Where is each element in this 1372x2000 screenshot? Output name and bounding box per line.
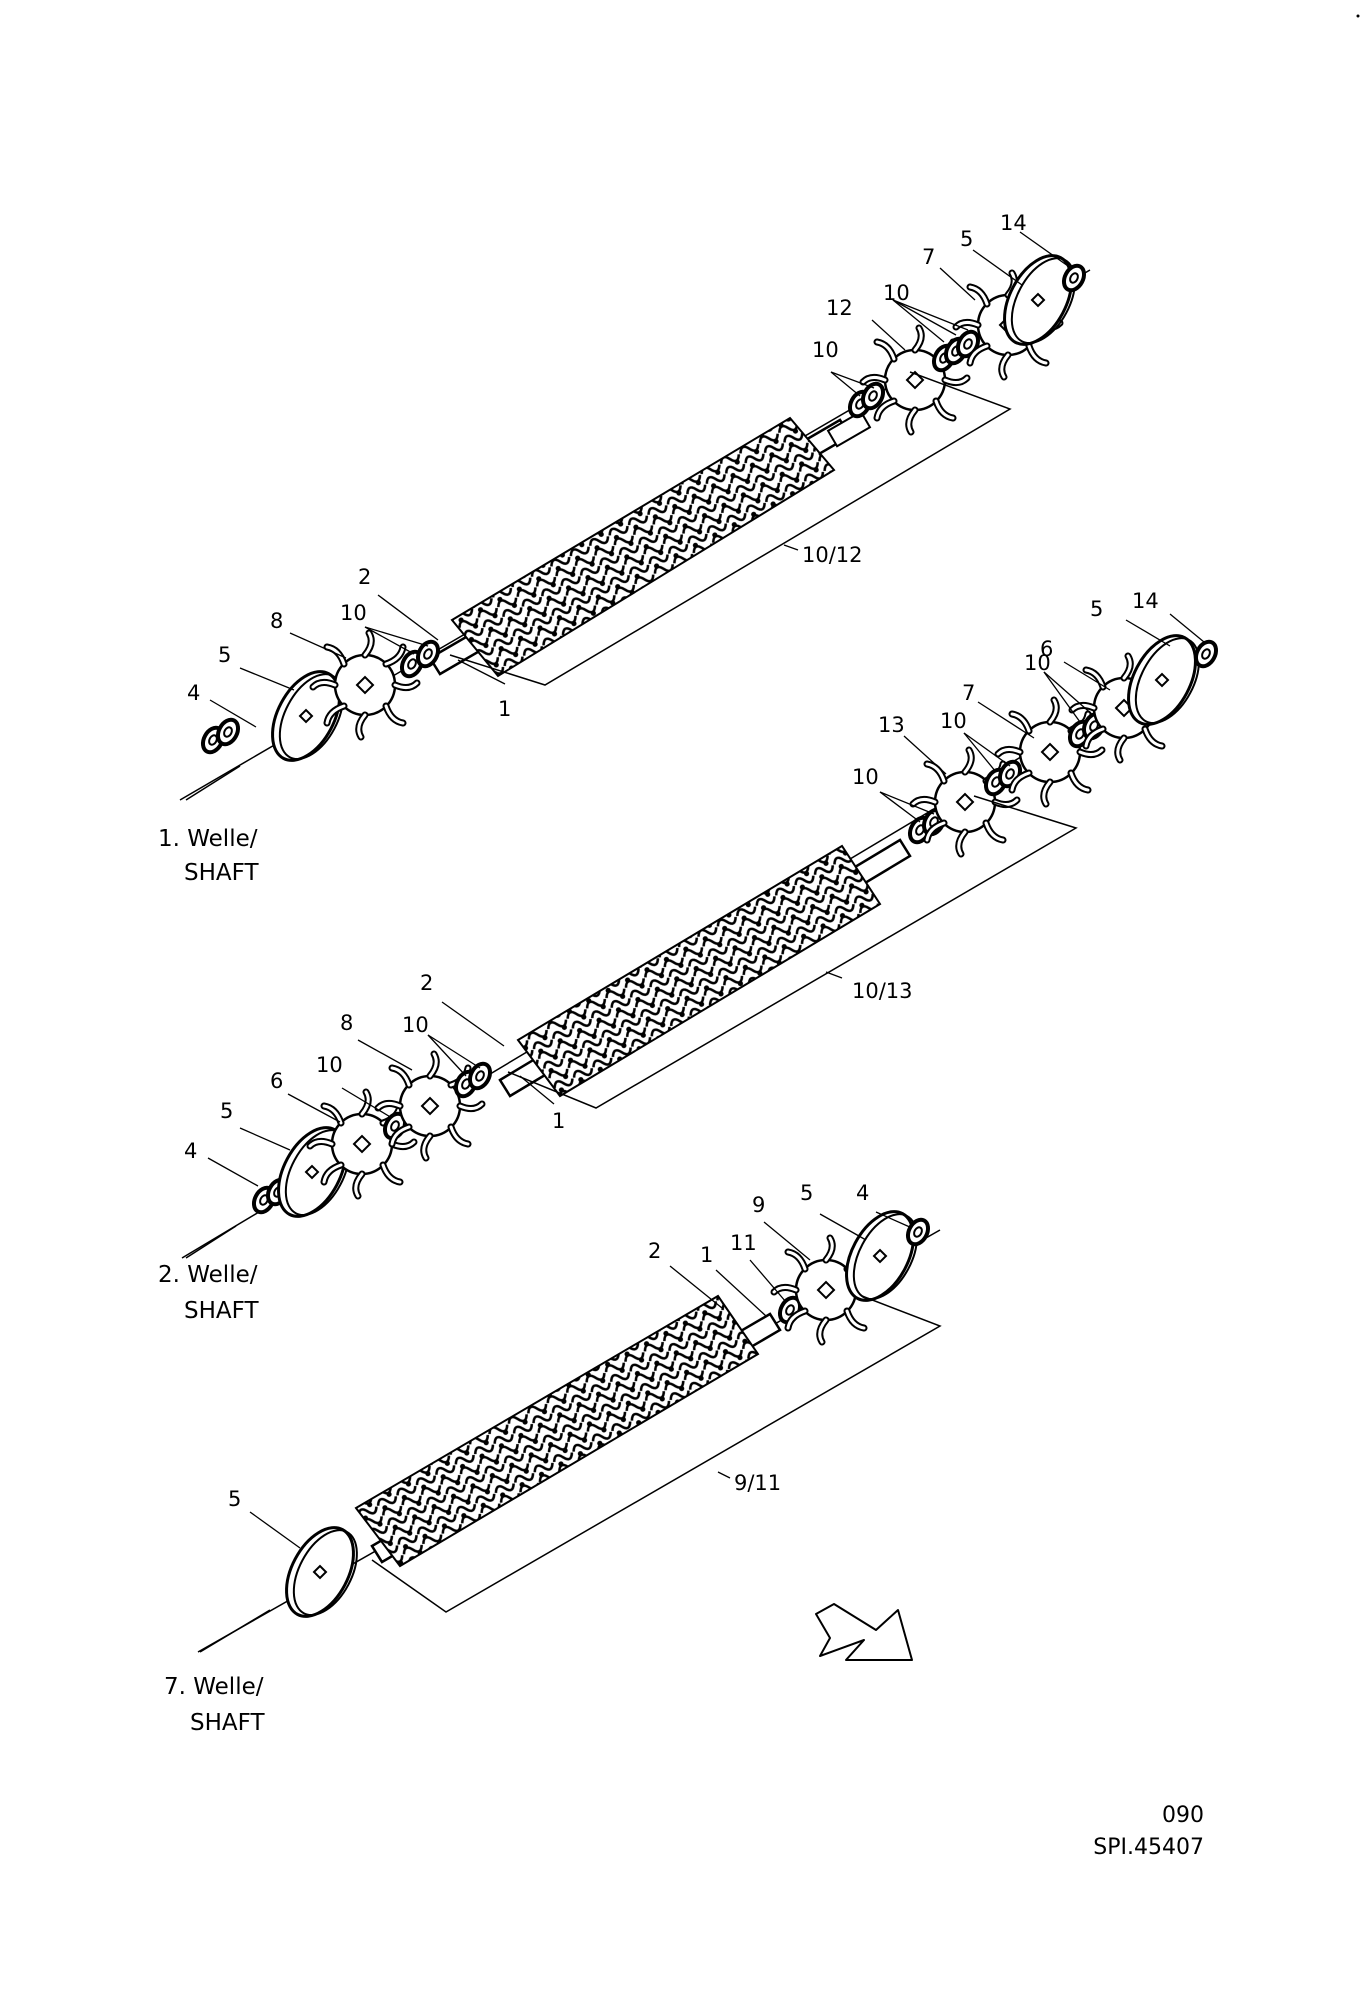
part-label: 10 [1024,651,1051,675]
part-label: 10 [316,1053,343,1077]
part-label: 10/12 [802,543,863,567]
shaft-1-assembly: 14 5 7 12 10 10 10/12 2 8 10 5 4 1 1. We… [158,211,1091,886]
part-label: 1 [700,1243,713,1267]
part-label: 10 [940,709,967,733]
part-label: 6 [1040,637,1053,661]
shaft-1-brush-body [450,416,836,678]
part-label: 5 [218,643,231,667]
part-label: 10 [402,1013,429,1037]
shaft-1-range-bracket [449,371,1012,686]
shaft-2-caption-en: SHAFT [184,1298,259,1324]
shaft-1-entry-arrow [185,765,241,801]
shaft-2-entry-arrow [185,1225,237,1259]
part-label: 8 [270,609,283,633]
shaft-7-caption-en: SHAFT [190,1710,265,1736]
shaft-2-caption: 2. Welle/ [158,1262,258,1288]
shaft-1-end-cap [826,410,872,448]
part-label: 1 [552,1109,565,1133]
part-label: 9/11 [734,1471,781,1495]
part-label: 4 [187,681,200,705]
shaft-7-range-bracket [371,1295,942,1613]
page-mark [1356,14,1360,18]
shaft-1-caption-en: SHAFT [184,860,259,886]
part-label: 6 [270,1069,283,1093]
page-number: 090 [1162,1803,1204,1828]
part-label: 10 [340,601,367,625]
part-label: 7 [962,681,975,705]
part-label: 5 [220,1099,233,1123]
part-label: 5 [1090,597,1103,621]
shaft-7-entry-arrow [199,1609,271,1653]
shaft-2-assembly: 5 14 6 10 7 13 10 10 10/13 2 8 10 10 6 5… [158,589,1223,1324]
part-label: 8 [340,1011,353,1035]
part-label: 4 [856,1181,869,1205]
shaft-7-brush-body [354,1294,760,1568]
part-label: 11 [730,1231,757,1255]
arrow-icon [815,1603,913,1661]
part-label: 10 [883,281,910,305]
part-label: 9 [752,1193,765,1217]
part-label: 13 [878,713,905,737]
shaft-7-caption: 7. Welle/ [164,1674,264,1700]
part-label: 5 [228,1487,241,1511]
part-label: 14 [1000,211,1027,235]
part-label: 7 [922,245,935,269]
part-label: 5 [800,1181,813,1205]
part-label: 2 [358,565,371,589]
shaft-2-brush-body [516,844,882,1098]
part-label: 10 [852,765,879,789]
part-label: 2 [420,971,433,995]
part-label: 14 [1132,589,1159,613]
shaft-1-caption: 1. Welle/ [158,826,258,852]
shaft-7-assembly: 5 4 9 2 1 11 9/11 5 7. Welle/ SHAFT [164,1181,942,1736]
shaft-2-range-bracket [507,795,1078,1109]
part-label: 12 [826,296,853,320]
part-label: 5 [960,227,973,251]
part-label: 10/13 [852,979,913,1003]
part-label: 10 [812,338,839,362]
part-label: 1 [498,697,511,721]
part-label: 2 [648,1239,661,1263]
drawing-reference: SPI.45407 [1093,1835,1204,1860]
part-label: 4 [184,1139,197,1163]
